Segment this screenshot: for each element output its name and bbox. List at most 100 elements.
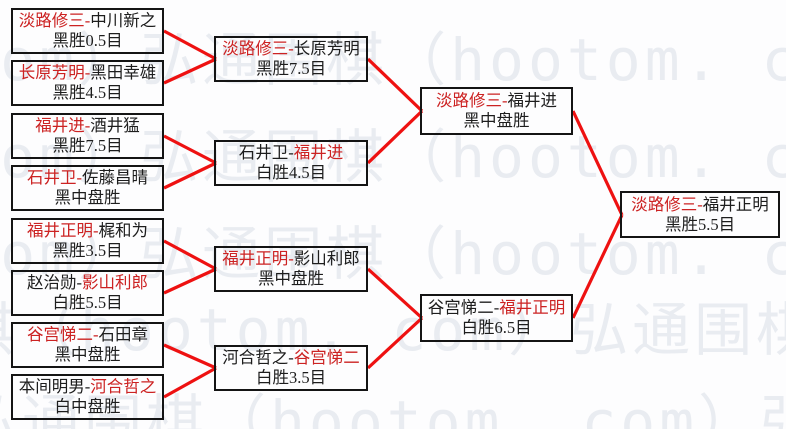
- match-box-r1-6: 赵治勋-影山利郎 白胜5.5目: [11, 270, 164, 316]
- connector-line: [163, 239, 217, 271]
- separator: -: [288, 348, 294, 367]
- match-box-sf-1: 淡路修三-福井进 黑中盘胜: [420, 87, 573, 135]
- connector-line: [366, 109, 424, 165]
- match-result: 白胜5.5目: [52, 293, 123, 312]
- separator: -: [288, 39, 294, 58]
- match-result: 黑中盘胜: [54, 188, 121, 207]
- match-players: 福井正明-梶和为: [13, 221, 162, 241]
- separator: -: [493, 298, 500, 317]
- match-box-sf-2: 谷宫悌二-福井正明 白胜6.5目: [420, 294, 573, 342]
- separator: -: [76, 273, 83, 292]
- player-second: 佐藤昌晴: [82, 168, 148, 187]
- match-box-r2-2: 石井卫-福井进 白胜4.5目: [214, 140, 368, 186]
- match-players: 淡路修三-福井正明: [622, 195, 778, 215]
- separator: -: [288, 249, 294, 268]
- separator: -: [288, 143, 294, 162]
- connector-line: [163, 267, 217, 295]
- player-second: 福井正明: [702, 194, 769, 214]
- match-players: 赵治勋-影山利郎: [13, 273, 162, 293]
- match-players: 本间明男-河合哲之: [13, 377, 162, 397]
- player-second: 福井进: [507, 91, 558, 110]
- player-second: 酒井猛: [90, 116, 140, 135]
- match-players: 长原芳明-黑田幸雄: [13, 63, 162, 83]
- match-box-r2-1: 淡路修三-长原芳明 黑胜7.5目: [214, 36, 368, 82]
- player-first: 淡路修三: [222, 39, 289, 58]
- player-first: 河合哲之: [222, 348, 289, 367]
- match-players: 淡路修三-中川新之: [13, 11, 162, 31]
- match-players: 福井进-酒井猛: [13, 116, 162, 136]
- connector-line: [571, 214, 624, 319]
- player-second: 梶和为: [98, 221, 149, 240]
- match-players: 石井卫-福井进: [216, 143, 366, 163]
- player-second: 福井正明: [499, 298, 566, 317]
- connector-line: [163, 57, 217, 85]
- separator: -: [93, 325, 99, 344]
- match-box-r2-4: 河合哲之-谷宫悌二 白胜3.5目: [214, 345, 368, 391]
- match-result: 黑胜7.5目: [52, 136, 123, 155]
- player-first: 淡路修三: [436, 91, 502, 110]
- match-result: 黑胜4.5目: [52, 83, 123, 102]
- player-first: 谷宫悌二: [427, 298, 494, 317]
- match-result: 白中盘胜: [54, 397, 121, 416]
- match-box-r2-3: 福井正明-影山利郎 黑中盘胜: [214, 246, 368, 292]
- player-first: 石井卫: [238, 143, 289, 162]
- player-second: 黑田幸雄: [90, 63, 157, 82]
- separator: -: [84, 63, 91, 82]
- match-box-r1-2: 长原芳明-黑田幸雄 黑胜4.5目: [11, 60, 164, 106]
- connector-line: [366, 316, 424, 370]
- match-result: 黑中盘胜: [54, 345, 121, 364]
- match-result: 黑中盘胜: [258, 269, 324, 288]
- separator: -: [697, 194, 703, 214]
- match-players: 淡路修三-福井进: [422, 91, 571, 111]
- player-second: 影山利郎: [82, 273, 148, 292]
- watermark-text: 弘通围棋（hootom. com）弘通围棋（hootom. com）弘通: [0, 296, 786, 364]
- player-first: 福井正明: [222, 249, 289, 268]
- connector-line: [366, 267, 424, 320]
- match-result: 黑胜0.5目: [52, 31, 123, 50]
- player-second: 长原芳明: [293, 39, 360, 58]
- connector-line: [366, 57, 424, 113]
- player-second: 中川新之: [90, 11, 157, 30]
- player-first: 淡路修三: [18, 11, 85, 30]
- match-box-r1-8: 本间明男-河合哲之 白中盘胜: [11, 374, 164, 420]
- separator: -: [76, 168, 83, 187]
- match-box-r1-4: 石井卫-佐藤昌晴 黑中盘胜: [11, 165, 164, 211]
- match-result: 黑胜3.5目: [52, 241, 123, 260]
- match-box-r1-1: 淡路修三-中川新之 黑胜0.5目: [11, 8, 164, 54]
- separator: -: [84, 11, 91, 30]
- match-box-r1-7: 谷宫悌二-石田章 黑中盘胜: [11, 322, 164, 368]
- player-second: 石田章: [98, 325, 149, 344]
- player-first: 淡路修三: [631, 194, 698, 214]
- player-second: 谷宫悌二: [293, 348, 360, 367]
- match-players: 谷宫悌二-石田章: [13, 325, 162, 345]
- match-players: 福井正明-影山利郎: [216, 249, 366, 269]
- match-players: 谷宫悌二-福井正明: [422, 298, 571, 318]
- player-first: 福井正明: [27, 221, 93, 240]
- player-second: 河合哲之: [90, 377, 157, 396]
- match-result: 白胜6.5目: [461, 318, 532, 337]
- connector-line: [163, 134, 217, 165]
- match-result: 白胜4.5目: [255, 163, 327, 182]
- player-second: 福井进: [293, 143, 344, 162]
- player-first: 福井进: [35, 116, 85, 135]
- match-box-r1-5: 福井正明-梶和为 黑胜3.5目: [11, 218, 164, 264]
- separator: -: [84, 377, 91, 396]
- connector-line: [163, 343, 217, 370]
- match-result: 黑中盘胜: [463, 111, 530, 130]
- connector-line: [163, 161, 217, 190]
- connector-line: [163, 366, 217, 399]
- match-box-r1-3: 福井进-酒井猛 黑胜7.5目: [11, 113, 164, 159]
- player-first: 赵治勋: [27, 273, 77, 292]
- match-result: 黑胜7.5目: [255, 59, 327, 78]
- match-result: 黑胜5.5目: [664, 214, 736, 234]
- separator: -: [84, 116, 91, 135]
- watermark-text: 弘通围棋（hootom. com）弘通围棋（hootom. com）弘通: [0, 388, 786, 429]
- connector-line: [571, 110, 624, 216]
- separator: -: [93, 221, 99, 240]
- connector-line: [163, 29, 217, 61]
- match-players: 河合哲之-谷宫悌二: [216, 348, 366, 368]
- match-box-final: 淡路修三-福井正明 黑胜5.5目: [620, 191, 780, 238]
